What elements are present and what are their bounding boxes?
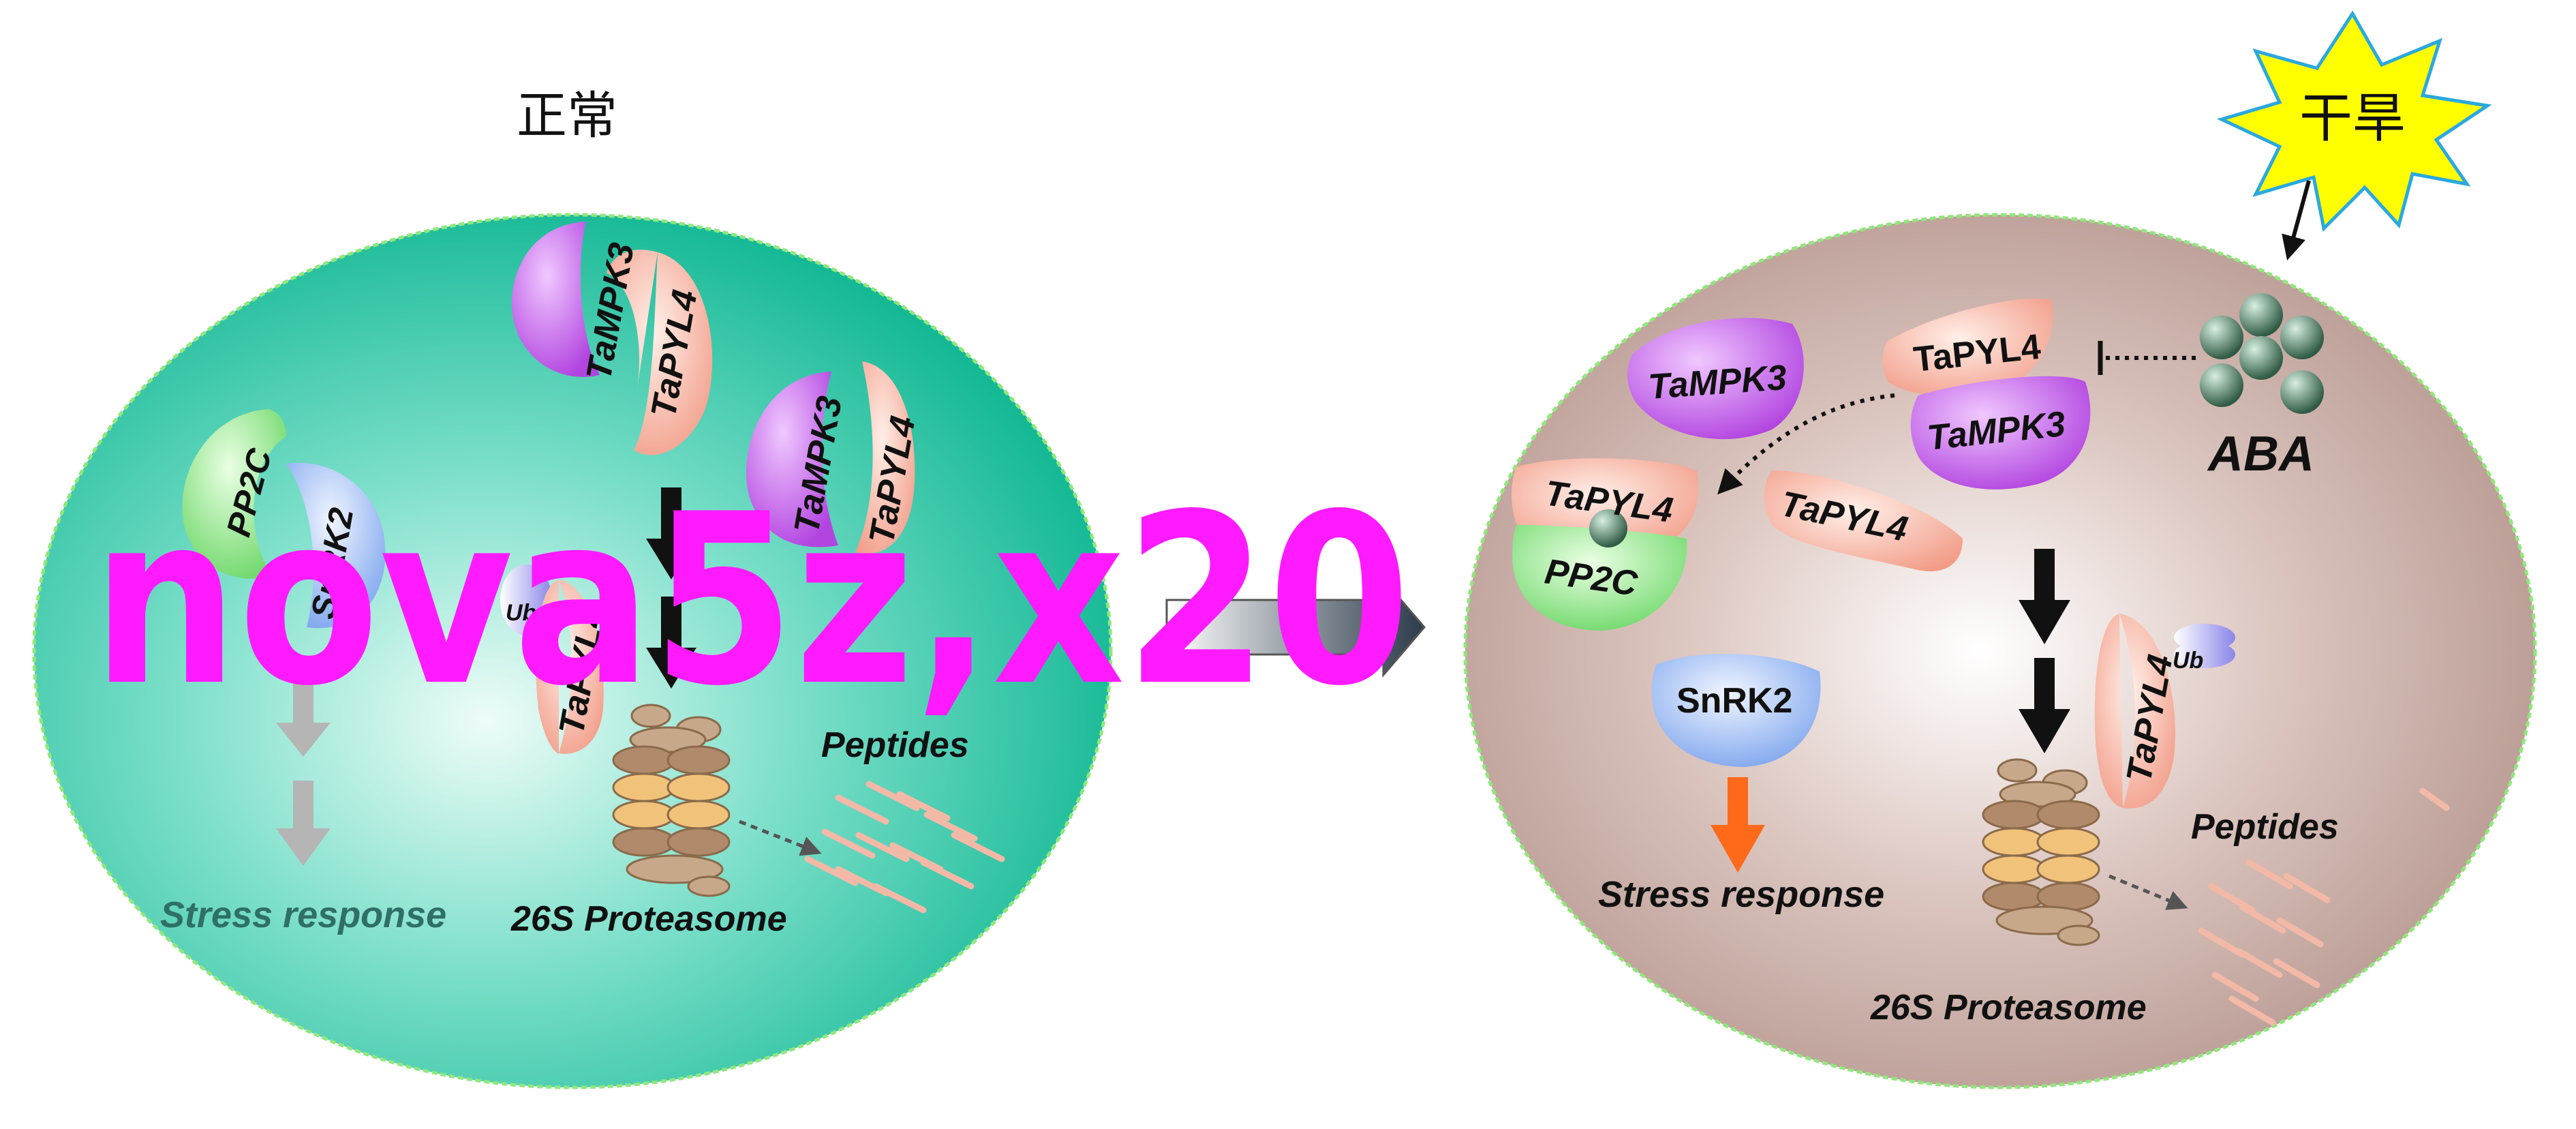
right-active-stress-arrow [1711,777,1765,873]
drought-to-aba-arrow [2282,180,2311,260]
transition-arrow [1165,576,1426,678]
right-peptide-arrow [2109,874,2188,910]
watermark-text: nova5z,x20 [92,464,1411,738]
left-degradation-arrows [646,487,696,689]
left-peptides-label: Peptides [821,725,969,765]
right-snrk2-label: SnRK2 [1676,681,1792,721]
left-peptides [804,781,1005,914]
condition-normal-label: 正常 [517,87,617,145]
right-peptides-label: Peptides [2191,807,2339,847]
left-peptide-arrow [739,819,822,856]
left-26s-proteasome [612,704,731,897]
right-dissociation-arrow [1717,393,1895,495]
aba-molecules [2200,293,2324,414]
left-proteasome-label: 26S Proteasome [510,899,787,939]
right-cell: TaMPK3 TaPYL4 TaMPK3 ABA T [1463,213,2537,1089]
drought-burst: 干旱 [2216,10,2492,232]
condition-drought-label: 干旱 [2299,88,2406,149]
right-ub-label: Ub [2173,648,2203,674]
left-inactive-stress-arrows [276,682,331,866]
right-ubiquitinated-tapyl4: Ub TaPYL4 [2094,614,2235,809]
right-proteasome-label: 26S Proteasome [1870,988,2147,1027]
right-snrk2: SnRK2 [1651,653,1821,767]
left-stress-response-label: Stress response [160,894,446,935]
right-tampk3-free-label: TaMPK3 [1647,358,1788,407]
aba-label: ABA [2207,427,2314,481]
left-cell: TaMPK3 TaPYL4 TaMPK3 TaPYL4 PP2C SnRK2 U… [32,213,1113,1089]
right-free-tampk3: TaMPK3 [1627,318,1804,440]
right-stress-response-label: Stress response [1598,874,1884,915]
right-tapyl4-tampk3-complex: TaPYL4 TaMPK3 [1882,299,2091,490]
left-ub-label: Ub [506,600,536,626]
right-degradation-arrows [2019,549,2070,753]
right-26s-proteasome [1982,758,2100,946]
right-tapyl4-pp2c-complex: TaPYL4 PP2C [1512,458,1699,631]
right-peptides [2198,787,2450,1026]
